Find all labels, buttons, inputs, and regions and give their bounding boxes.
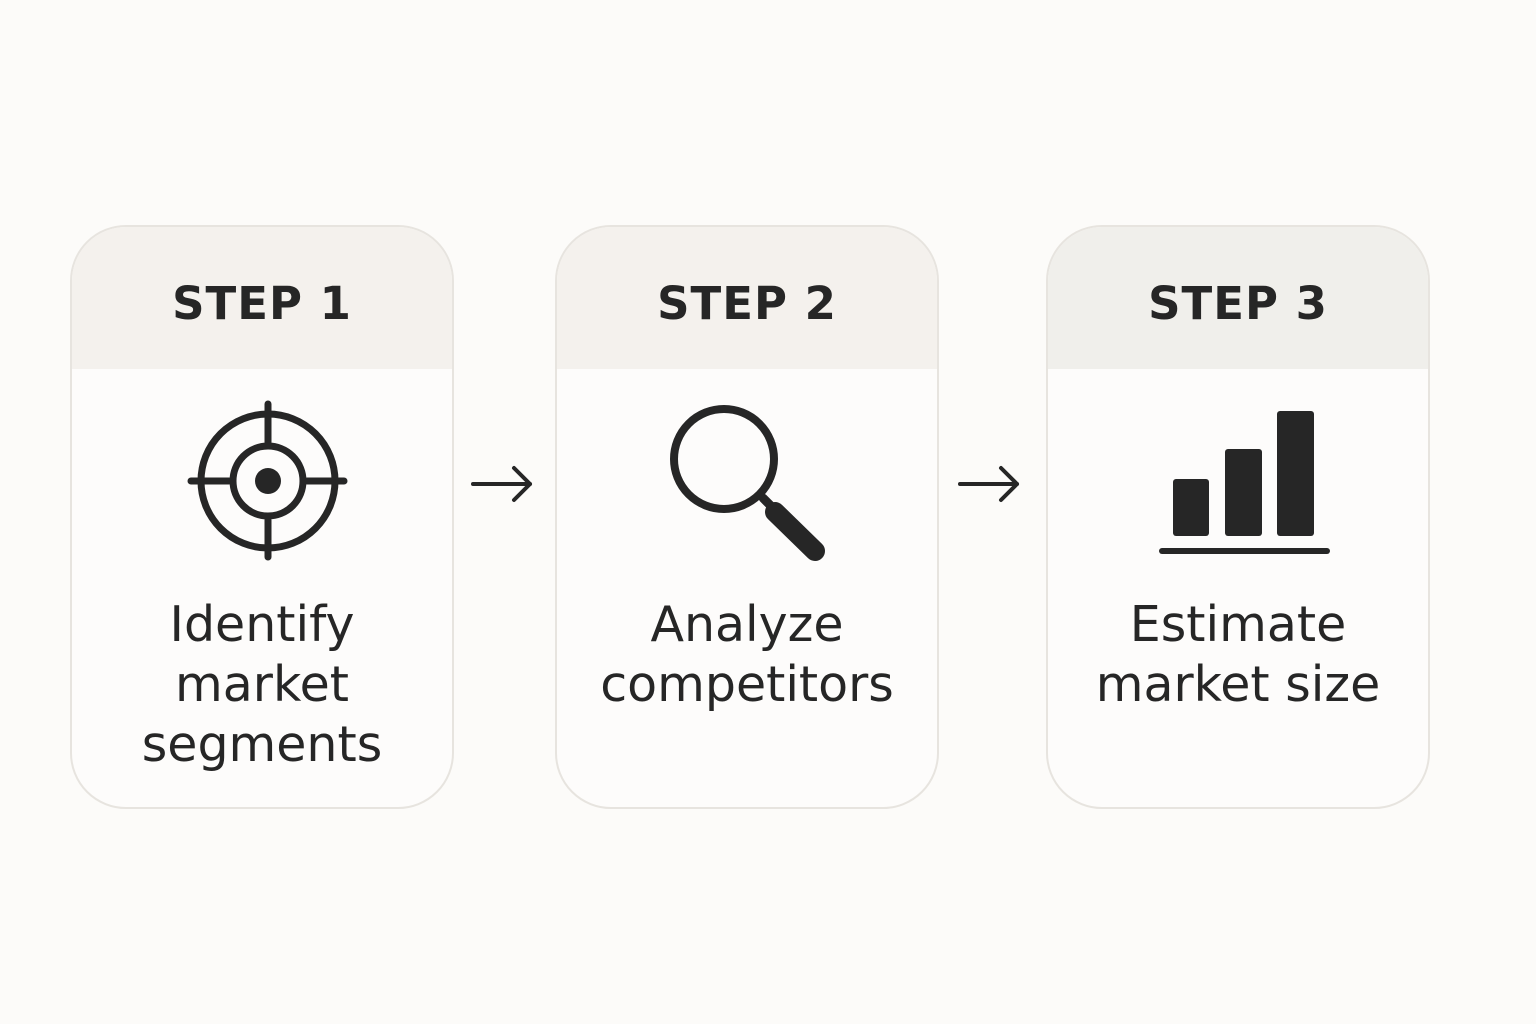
step-card-3: STEP 3 Estimate market size xyxy=(1046,225,1430,809)
step-card-1: STEP 1 Identify market segments xyxy=(70,225,454,809)
target-icon xyxy=(72,369,452,579)
arrow-right-icon xyxy=(958,466,1019,502)
step-label: Identify market segments xyxy=(141,596,383,773)
step-title: STEP 2 xyxy=(557,227,937,369)
step-card-2: STEP 2 Analyze competitors xyxy=(555,225,939,809)
magnifier-icon xyxy=(557,369,937,579)
step-title: STEP 1 xyxy=(72,227,452,369)
step-label: Analyze competitors xyxy=(600,596,894,713)
arrow-right-icon xyxy=(471,466,532,502)
step-title: STEP 3 xyxy=(1048,227,1428,369)
bar-chart-icon xyxy=(1048,369,1428,579)
step-label: Estimate market size xyxy=(1095,596,1381,713)
